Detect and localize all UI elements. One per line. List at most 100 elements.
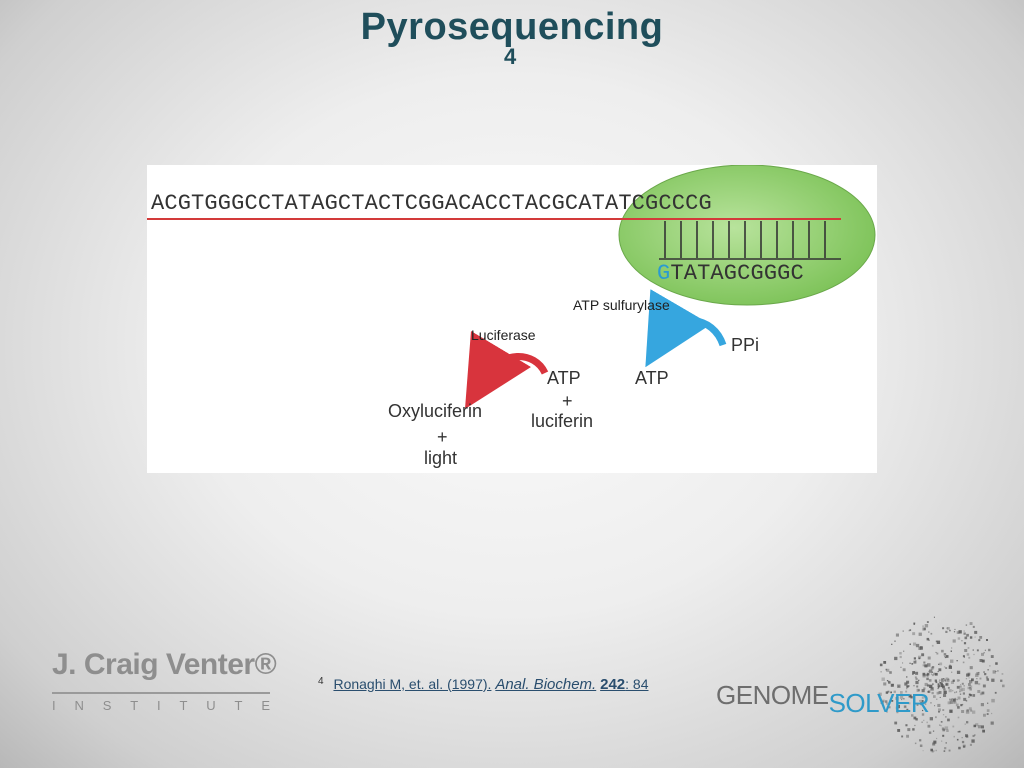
speckle-dot	[929, 717, 933, 721]
pages-link[interactable]: : 84	[625, 676, 649, 692]
speckle-dot	[958, 630, 962, 634]
speckle-dot	[981, 659, 985, 663]
speckle-dot	[935, 681, 937, 683]
speckle-dot	[879, 663, 883, 667]
speckle-dot	[935, 651, 937, 653]
speckle-dot	[887, 680, 890, 683]
speckle-dot	[915, 718, 918, 721]
speckle-dot	[943, 678, 945, 680]
speckle-dot	[901, 735, 904, 738]
speckle-dot	[942, 728, 946, 732]
speckle-dot	[981, 691, 985, 695]
speckle-dot	[974, 630, 978, 634]
speckle-dot	[932, 683, 934, 685]
jcvi-letter: U	[206, 698, 216, 713]
speckle-dot	[938, 681, 940, 683]
speckle-dot	[918, 655, 922, 659]
speckle-dot	[895, 633, 899, 637]
speckle-dot	[889, 671, 892, 674]
speckle-dot	[938, 711, 940, 713]
speckle-dot	[911, 663, 914, 665]
speckle-dot	[892, 683, 894, 686]
speckle-dot	[944, 726, 949, 730]
speckle-dot	[913, 657, 916, 660]
speckle-dot	[926, 677, 929, 681]
speckle-dot	[959, 730, 961, 733]
speckle-dot	[964, 649, 968, 652]
speckle-dot	[915, 680, 919, 685]
speckle-dot	[959, 685, 962, 688]
speckle-dot	[948, 749, 951, 752]
speckle-dot	[912, 728, 915, 731]
speckle-dot	[918, 689, 920, 691]
speckle-dot	[897, 684, 901, 688]
speckle-dot	[939, 682, 942, 685]
speckle-dot	[915, 660, 917, 662]
speckle-dot	[909, 629, 912, 631]
speckle-dot	[938, 708, 941, 712]
speckle-dot	[992, 670, 996, 674]
speckle-dot	[919, 646, 923, 650]
speckle-dot	[930, 673, 933, 675]
speckle-dot	[958, 746, 961, 750]
speckle-dot	[885, 691, 889, 694]
speckle-dot	[922, 674, 926, 678]
reference-link[interactable]: Ronaghi M, et. al. (1997).	[333, 676, 492, 692]
speckle-dot	[890, 691, 892, 694]
genome-solver-logo-part2: SOLVER	[828, 688, 930, 718]
speckle-dot	[969, 694, 972, 697]
speckle-dot	[936, 640, 941, 644]
speckle-dot	[922, 672, 926, 676]
speckle-dot	[990, 721, 994, 725]
speckle-dot	[882, 699, 885, 703]
speckle-dot	[923, 661, 926, 664]
ppi-label: PPi	[731, 335, 760, 355]
speckle-dot	[888, 681, 891, 684]
speckle-dot	[936, 652, 939, 655]
journal-link[interactable]: Anal. Biochem.	[495, 676, 597, 693]
speckle-dot	[921, 713, 925, 716]
speckle-dot	[968, 677, 970, 679]
speckle-dot	[918, 646, 922, 650]
speckle-dot	[979, 677, 982, 680]
speckle-dot	[947, 701, 951, 705]
speckle-dot	[968, 656, 971, 659]
speckle-dot	[983, 671, 985, 673]
speckle-dot	[947, 718, 950, 722]
volume-link[interactable]: 242	[600, 676, 626, 693]
speckle-dot	[954, 701, 957, 704]
footnote-mark: 4	[318, 676, 324, 687]
speckle-dot	[927, 663, 931, 667]
speckle-dot	[913, 716, 917, 720]
speckle-dot	[903, 650, 905, 652]
speckle-dot	[943, 653, 947, 656]
speckle-dot	[935, 749, 937, 752]
speckle-dot	[919, 700, 921, 702]
speckle-dot	[974, 636, 976, 638]
atp-reactant-label: ATP	[547, 368, 581, 388]
speckle-dot	[953, 631, 956, 633]
speckle-dot	[1000, 679, 1003, 682]
speckle-dot	[886, 680, 889, 682]
speckle-dot	[921, 700, 924, 702]
speckle-dot	[963, 685, 965, 687]
speckle-dot	[899, 652, 902, 655]
speckle-dot	[950, 680, 954, 684]
speckle-dot	[995, 662, 998, 665]
speckle-dot	[905, 690, 908, 693]
speckle-dot	[956, 660, 958, 662]
speckle-dot	[942, 734, 945, 737]
speckle-dot	[967, 672, 971, 676]
speckle-dot	[946, 679, 950, 682]
speckle-dot	[919, 646, 923, 649]
speckle-dot	[945, 630, 948, 633]
speckle-dot	[936, 737, 938, 740]
speckle-dot	[969, 666, 973, 670]
speckle-dot	[880, 700, 884, 704]
speckle-dot	[927, 673, 929, 676]
speckle-dot	[894, 656, 898, 661]
speckle-dot	[985, 676, 989, 679]
speckle-dot	[958, 679, 960, 681]
speckle-dot	[943, 690, 947, 694]
speckle-dot	[937, 684, 941, 687]
